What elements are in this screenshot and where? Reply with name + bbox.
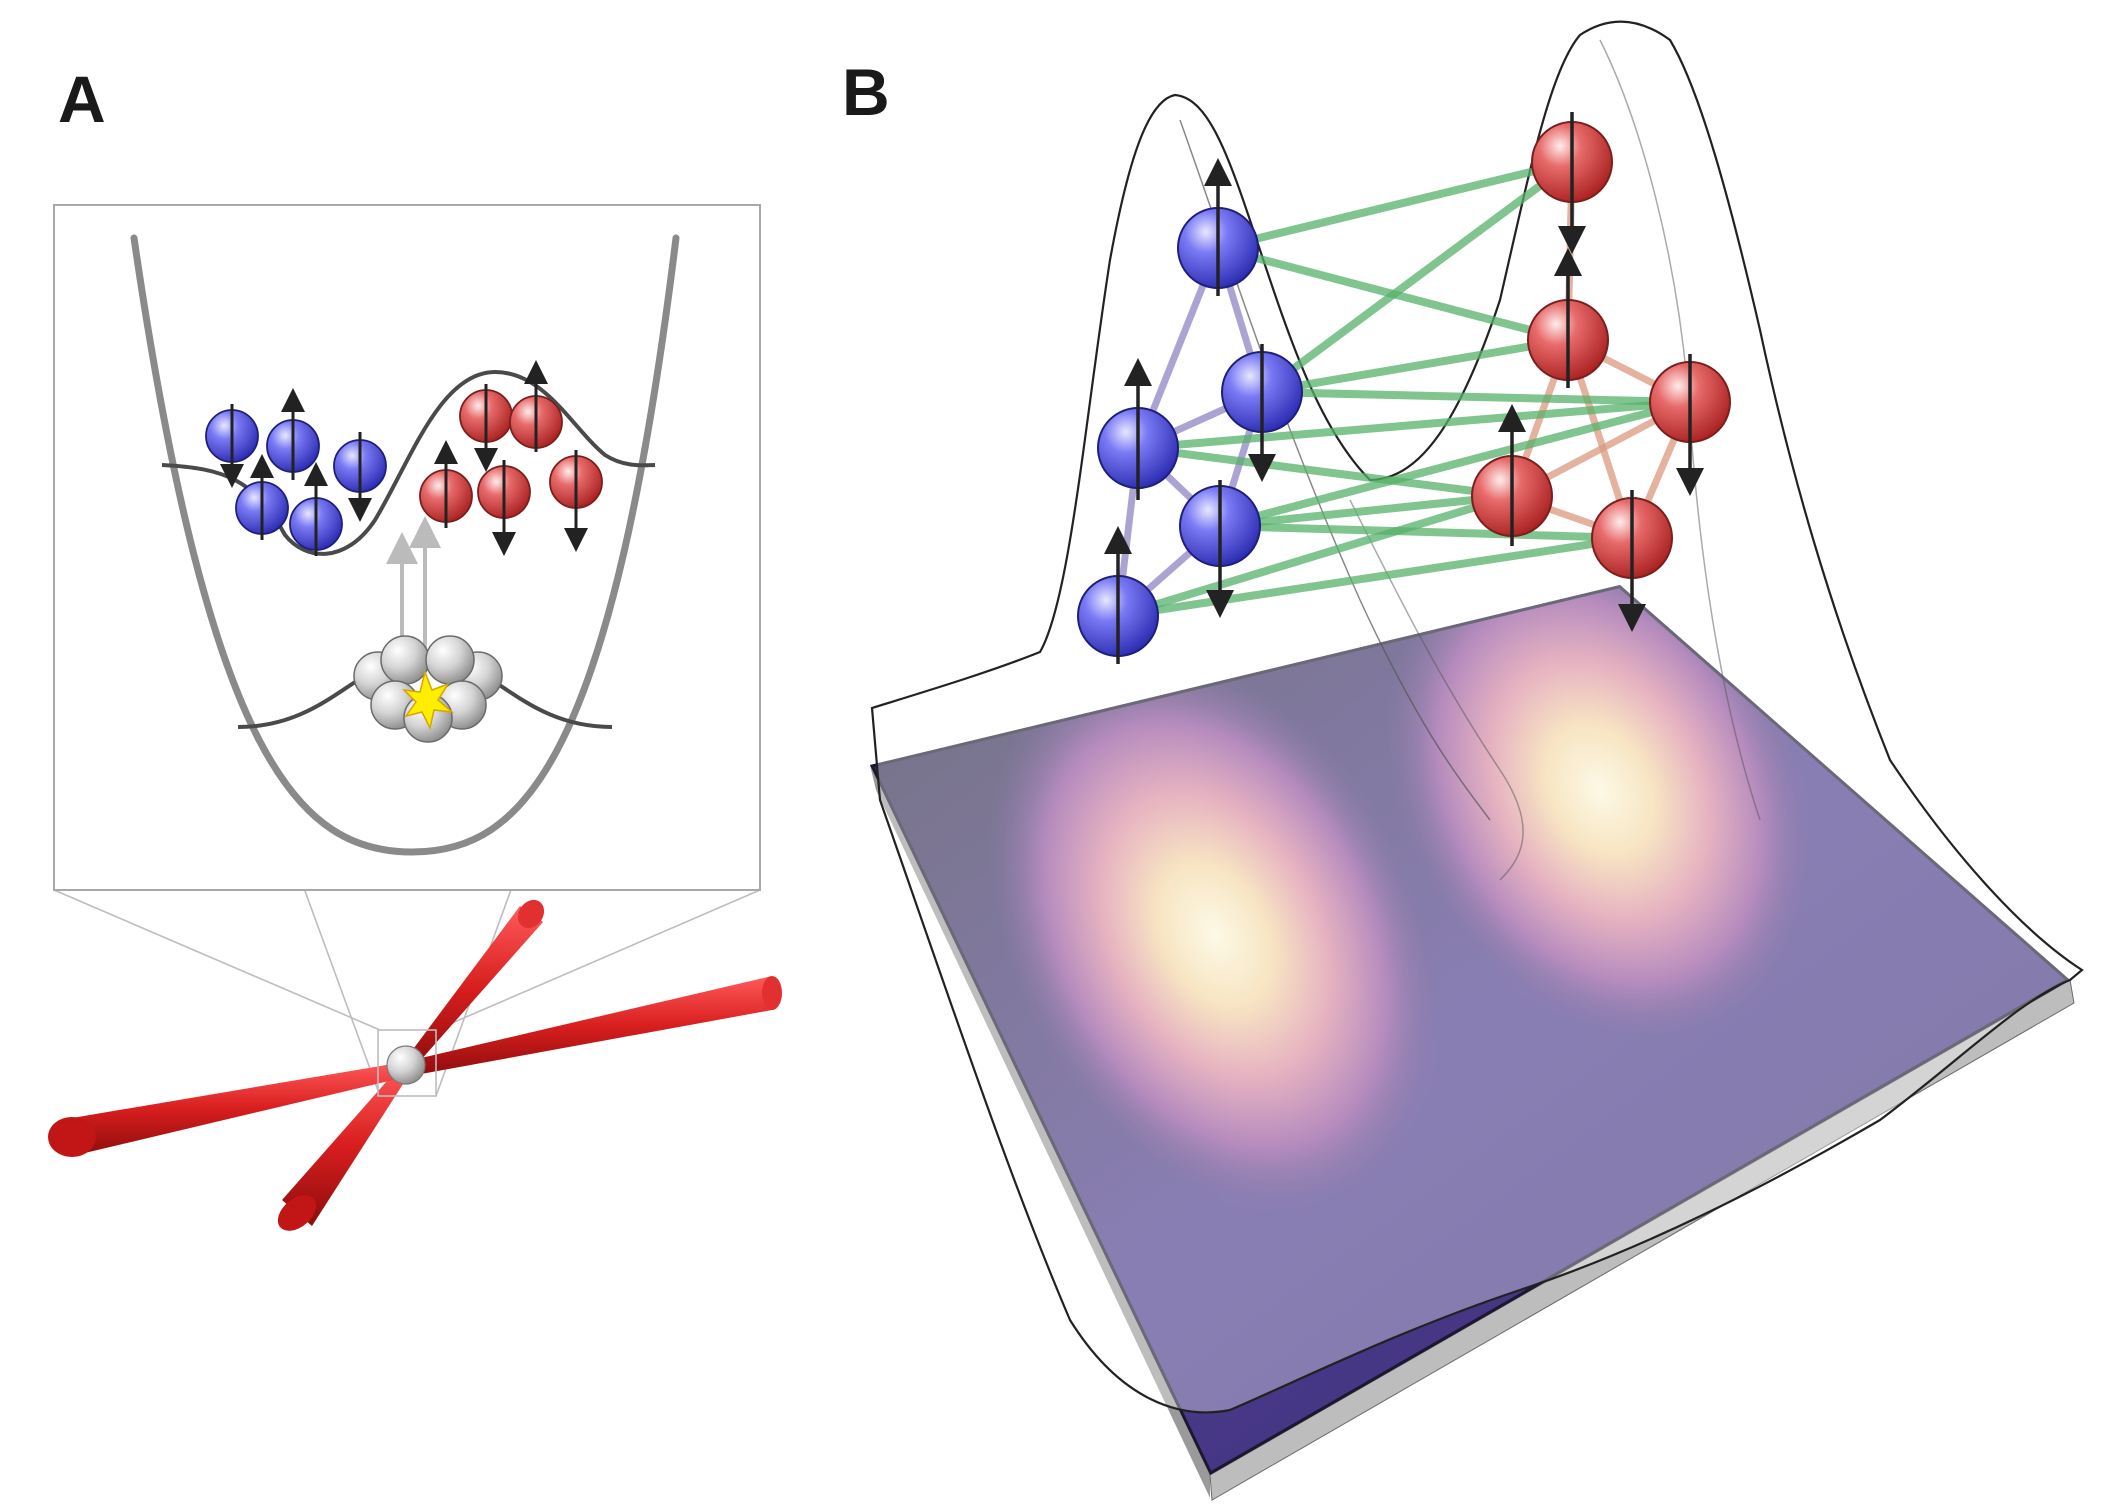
red-atom bbox=[1591, 490, 1673, 632]
laser-beam-shallow-left bbox=[72, 1062, 410, 1156]
laser-beam-end bbox=[762, 976, 782, 1010]
density-slab bbox=[870, 585, 2075, 1501]
panel-a-label: A bbox=[58, 62, 106, 136]
crossed-laser-beams bbox=[48, 899, 782, 1231]
density-peak-left bbox=[987, 651, 1443, 1219]
density-surface-shell bbox=[870, 20, 2084, 1414]
inset-frame bbox=[53, 204, 761, 891]
atoms-panel-a bbox=[205, 360, 603, 556]
red-atom bbox=[1649, 354, 1731, 496]
red-atom bbox=[1531, 112, 1613, 254]
panel-b-label: B bbox=[842, 55, 890, 129]
blue-atom bbox=[1097, 358, 1179, 500]
inter-group-links bbox=[1114, 158, 1694, 620]
trapped-ion bbox=[386, 1045, 426, 1085]
red-atom bbox=[1527, 248, 1609, 388]
laser-beam-steep-lower bbox=[282, 1064, 412, 1226]
blue-atom bbox=[1179, 480, 1261, 618]
laser-beam-steep bbox=[402, 906, 543, 1070]
red-atom bbox=[477, 460, 531, 556]
ion-cluster-icon bbox=[353, 635, 503, 743]
panel-b: B bbox=[842, 20, 2084, 1501]
spark-icon bbox=[401, 669, 455, 731]
red-atom bbox=[509, 360, 563, 452]
blue-atom bbox=[333, 432, 387, 522]
slab-edge-left bbox=[870, 765, 1210, 1498]
harmonic-trap-curve bbox=[130, 234, 680, 856]
laser-beam-end bbox=[277, 1195, 317, 1231]
blue-atom bbox=[289, 462, 343, 556]
laser-beam-end bbox=[48, 1117, 96, 1157]
blue-atom bbox=[205, 404, 259, 488]
laser-beam-shallow-right bbox=[404, 976, 772, 1076]
blue-atom bbox=[1177, 158, 1259, 296]
red-atom bbox=[1471, 404, 1553, 546]
blue-atom bbox=[235, 454, 289, 540]
red-atom bbox=[549, 450, 603, 552]
laser-beam-end bbox=[517, 899, 545, 929]
red-atom bbox=[419, 440, 473, 528]
focus-box bbox=[377, 1029, 437, 1097]
panel-a: A bbox=[48, 62, 782, 1231]
slab-edge-front bbox=[1209, 979, 2075, 1501]
blue-atom bbox=[1221, 344, 1303, 482]
atoms-panel-b bbox=[1077, 112, 1731, 664]
blue-atom bbox=[266, 388, 320, 480]
blue-atom bbox=[1077, 526, 1159, 664]
